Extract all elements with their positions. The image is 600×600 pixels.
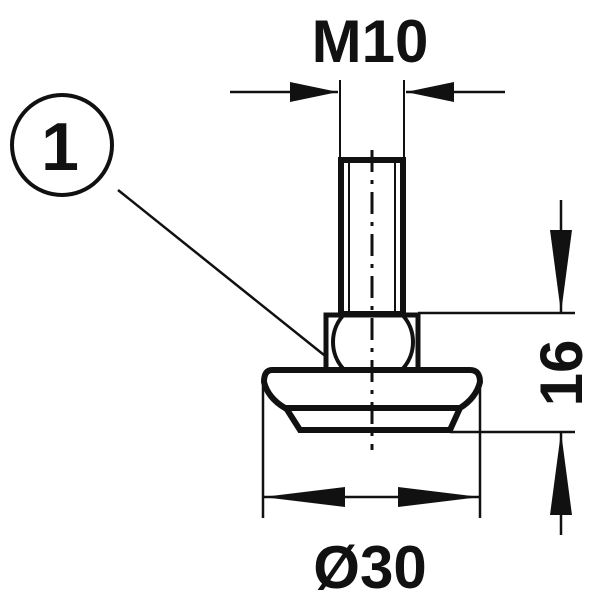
arrow-left-icon [263, 487, 345, 507]
arrow-right-icon [290, 82, 338, 102]
diameter-label: Ø30 [313, 534, 426, 600]
height-label: 16 [528, 340, 595, 407]
callout-number: 1 [41, 109, 79, 185]
thread-size-label: M10 [312, 8, 429, 75]
foot-pad [283, 406, 463, 433]
arrow-right-icon [398, 487, 480, 507]
ball-joint [331, 317, 415, 367]
callout-circle [10, 93, 114, 197]
arrow-down-icon [550, 230, 572, 313]
callout-leader [117, 189, 325, 356]
arrow-left-icon [406, 82, 454, 102]
arrow-up-icon [550, 432, 572, 515]
